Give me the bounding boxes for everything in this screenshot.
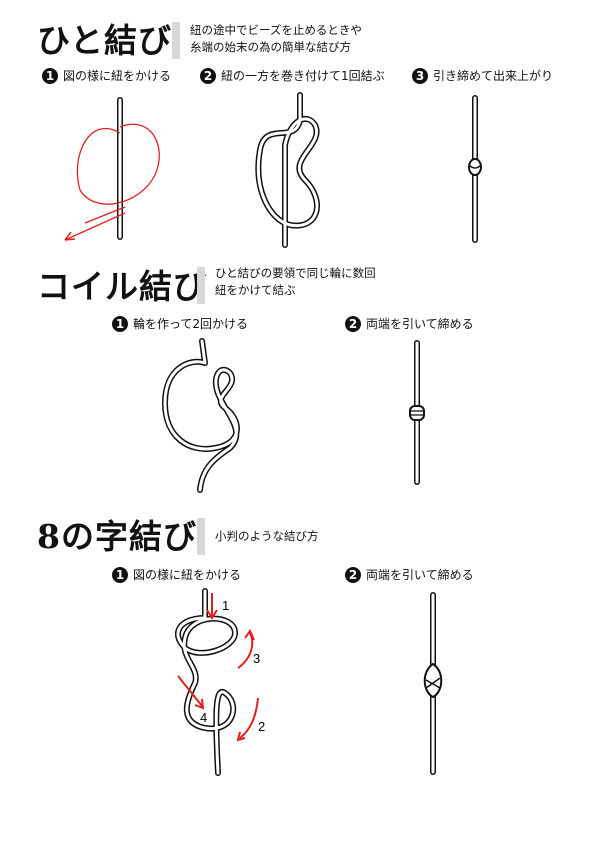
step-label: 引き締めて出来上がり <box>433 69 554 83</box>
step-2: 2 紐の一方を巻き付けて1回結ぶ <box>200 67 385 84</box>
step-number: 1 <box>112 566 128 583</box>
overhand-step1-diagram <box>64 97 160 241</box>
step-label: 輪を作って2回かける <box>133 317 249 331</box>
step-label: 紐の一方を巻き付けて1回結ぶ <box>221 69 385 83</box>
desc-line: 紐の途中でビーズを止めるときや <box>190 23 362 37</box>
step-2: 2 両端を引いて締める <box>345 566 474 583</box>
step-label: 図の様に紐をかける <box>63 69 172 83</box>
section-description: 紐の途中でビーズを止めるときや 糸端の始末の為の簡単な結び方 <box>190 22 362 56</box>
section-title-figure-eight: 8の字結び <box>37 517 197 556</box>
overhand-step2-diagram <box>255 92 320 248</box>
coil-step2-diagram <box>409 340 425 485</box>
arrow-label-4: 4 <box>200 710 207 725</box>
title-divider <box>172 22 180 59</box>
section-title-hitomusubi: ひと結び <box>37 21 173 60</box>
step-2: 2 両端を引いて締める <box>345 315 474 332</box>
overhand-step3-diagram <box>468 95 482 243</box>
title-divider <box>197 518 205 555</box>
section-description: 小判のような結び方 <box>215 528 319 545</box>
desc-line: 紐をかけて結ぶ <box>215 283 296 297</box>
desc-line: 糸端の始末の為の簡単な結び方 <box>190 40 351 54</box>
arrow-label-3: 3 <box>253 651 260 666</box>
step-label: 両端を引いて締める <box>366 568 474 582</box>
desc-line: 小判のような結び方 <box>215 529 319 543</box>
step-number: 3 <box>412 67 428 84</box>
figure-eight-step2-diagram <box>423 592 443 775</box>
step-label: 図の様に紐をかける <box>133 568 242 582</box>
step-number: 2 <box>200 67 216 84</box>
step-number: 2 <box>345 315 361 332</box>
step-3: 3 引き締めて出来上がり <box>412 67 553 84</box>
section-description: ひと結びの要領で同じ輪に数回 紐をかけて結ぶ <box>215 265 376 299</box>
step-1: 1 図の様に紐をかける <box>112 566 241 583</box>
step-number: 1 <box>42 67 58 84</box>
arrow-label-2: 2 <box>258 719 265 734</box>
figure-eight-step1-diagram: 1 2 3 4 <box>174 588 265 776</box>
arrow-label-1: 1 <box>222 598 229 613</box>
step-1: 1 輪を作って2回かける <box>112 315 248 332</box>
coil-step1-diagram <box>162 338 240 493</box>
step-number: 2 <box>345 566 361 583</box>
section-title-coil: コイル結び <box>37 267 207 306</box>
step-number: 1 <box>112 315 128 332</box>
desc-line: ひと結びの要領で同じ輪に数回 <box>215 266 376 280</box>
step-1: 1 図の様に紐をかける <box>42 67 171 84</box>
step-label: 両端を引いて締める <box>366 317 474 331</box>
title-divider <box>197 267 205 304</box>
